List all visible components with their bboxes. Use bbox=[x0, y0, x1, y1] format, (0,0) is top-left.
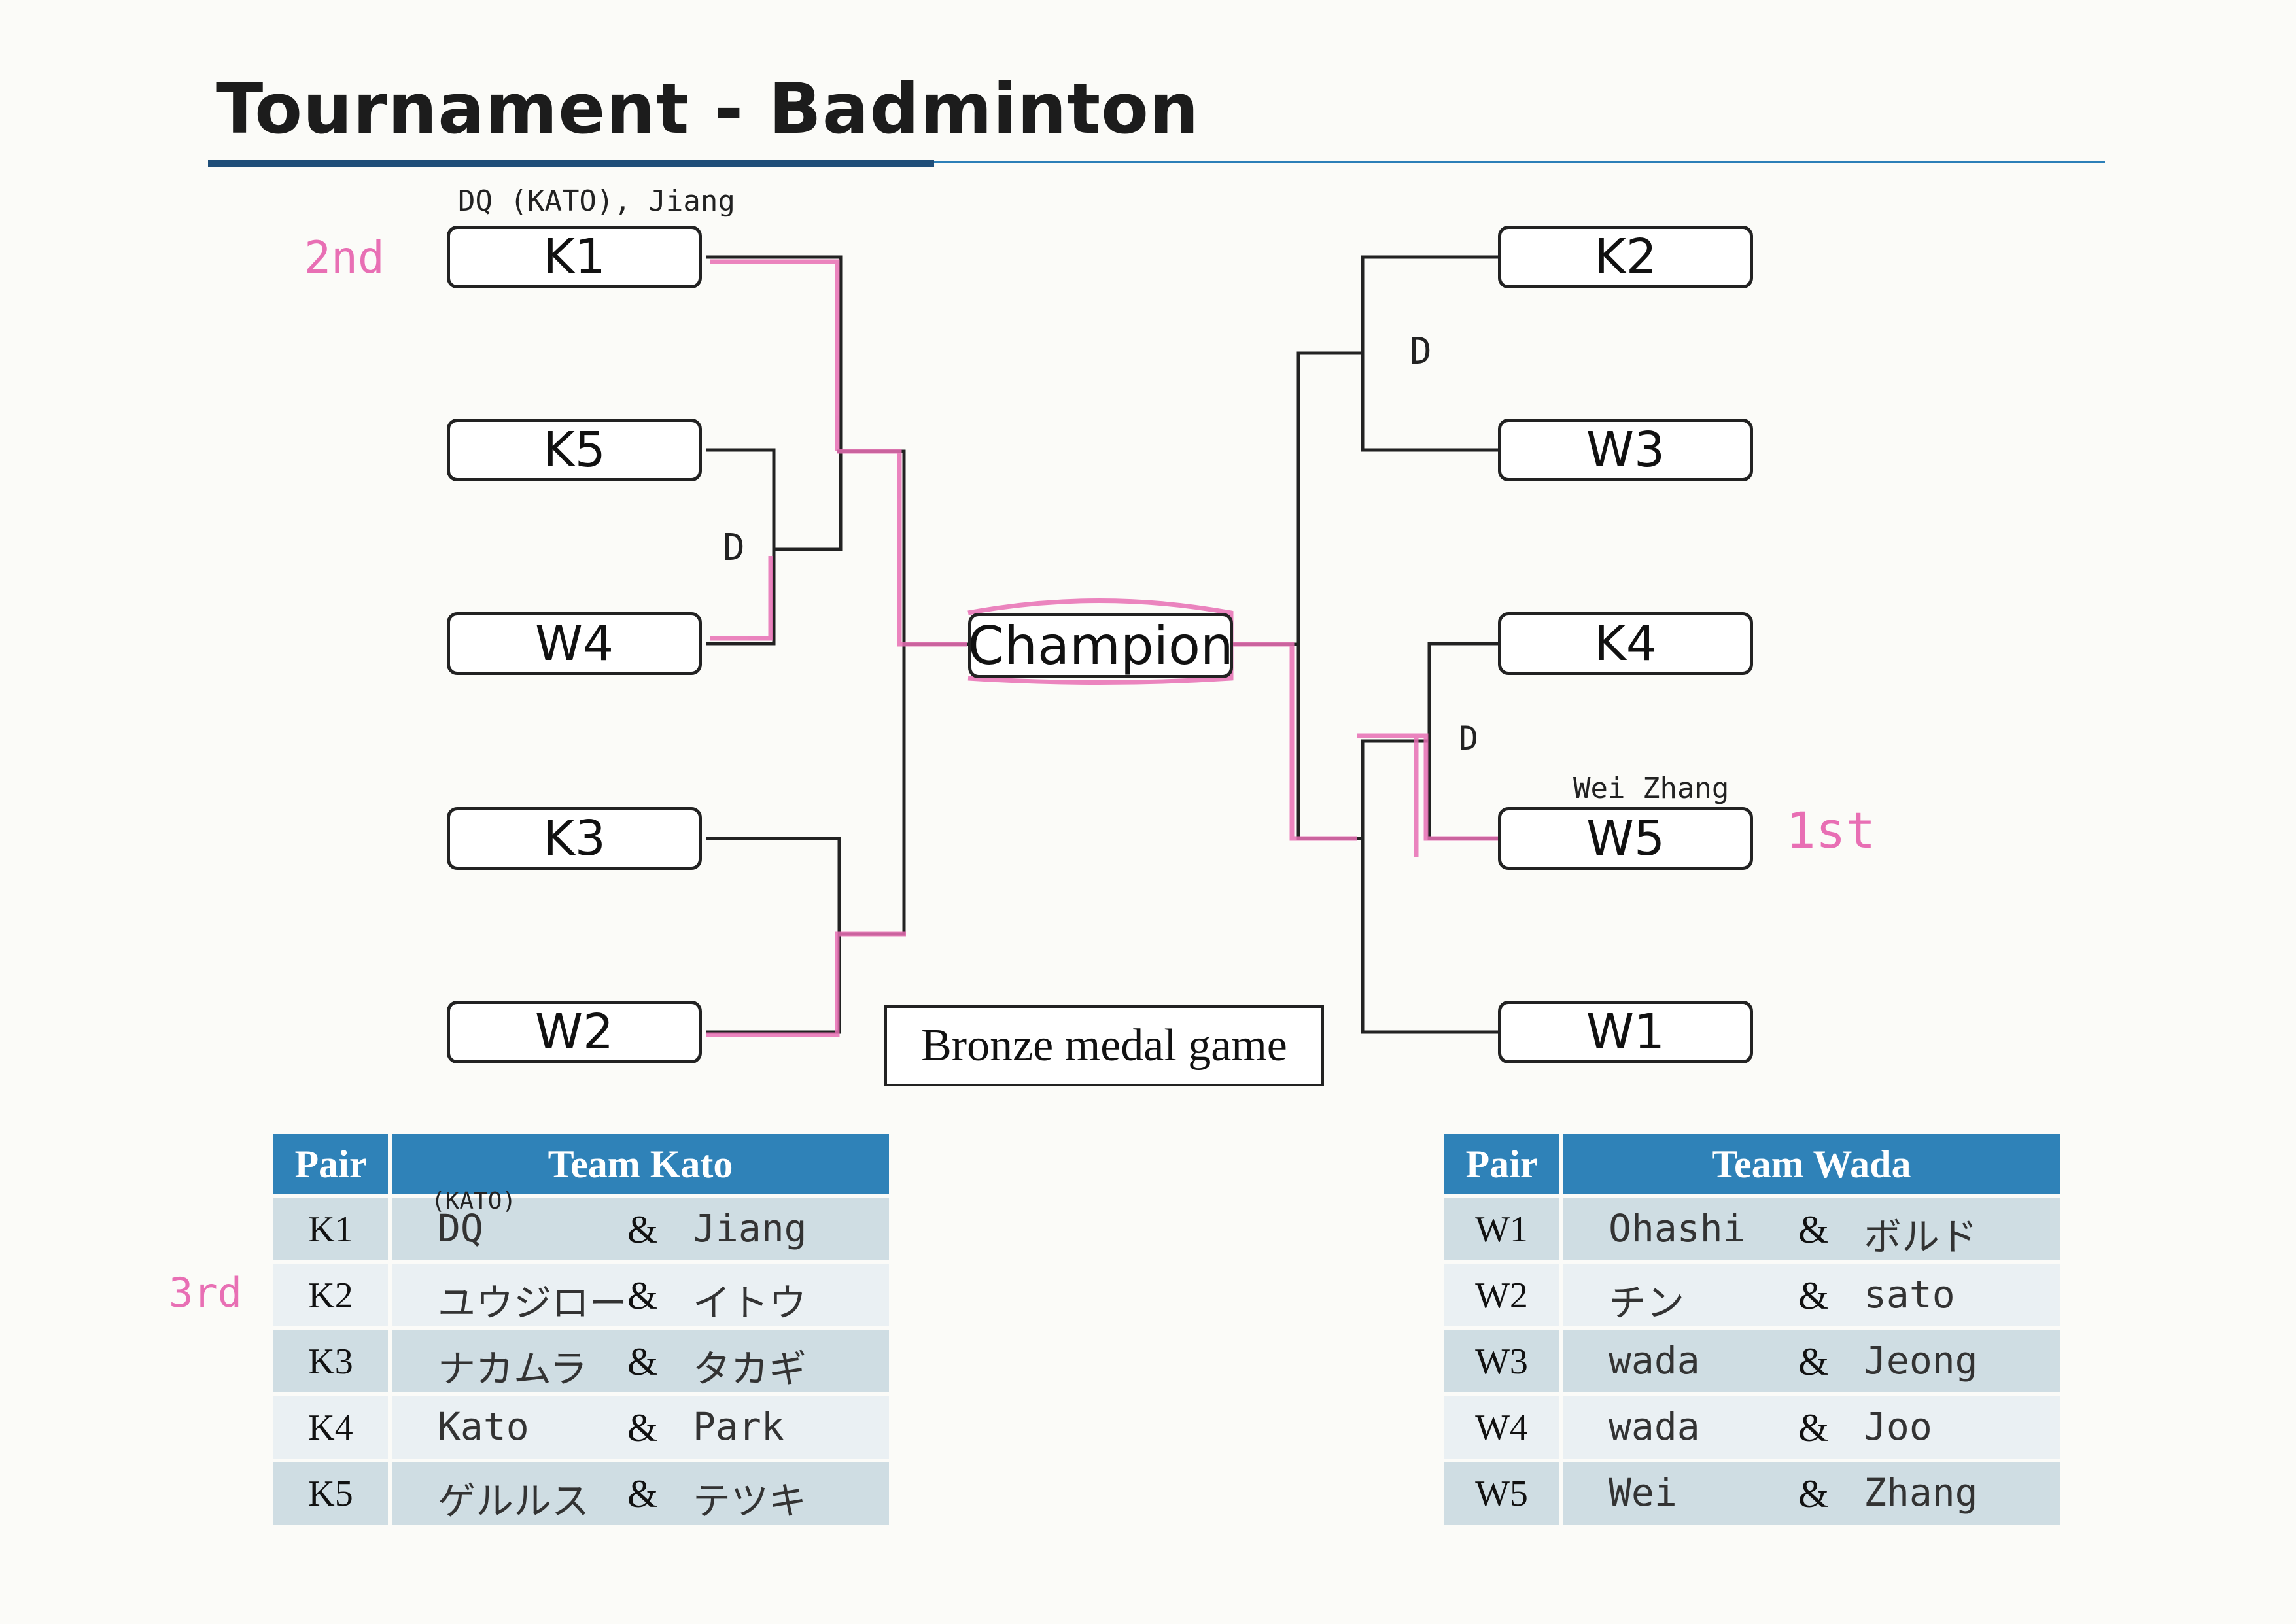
player-2: Jiang bbox=[693, 1206, 807, 1251]
slot-right-5: W1 bbox=[1498, 1001, 1753, 1063]
pair-id: W2 bbox=[1444, 1264, 1559, 1326]
pair-id: W3 bbox=[1444, 1330, 1559, 1392]
ampersand: & bbox=[627, 1274, 658, 1317]
header-pair: Pair bbox=[1444, 1134, 1559, 1194]
title-underline bbox=[208, 160, 934, 167]
page-title: Tournament - Badminton bbox=[216, 69, 1200, 149]
slot-left-2: K5 bbox=[447, 419, 702, 481]
player-1: DQ bbox=[438, 1206, 483, 1251]
pink-w2 bbox=[706, 931, 906, 1037]
team-wada-table: Pair Team Wada W1 Ohashi & ボルド W2 チン & s… bbox=[1440, 1130, 2064, 1529]
pair-id: K1 bbox=[273, 1198, 388, 1260]
player-1: wada bbox=[1609, 1338, 1700, 1383]
player-1: Kato bbox=[438, 1404, 529, 1449]
header-team: Team Kato bbox=[392, 1134, 889, 1194]
player-1: ユウジロー bbox=[438, 1281, 628, 1325]
pair-id: K5 bbox=[273, 1462, 388, 1525]
player-2: タカギ bbox=[693, 1347, 807, 1391]
ampersand: & bbox=[1798, 1274, 1829, 1317]
ampersand: & bbox=[627, 1406, 658, 1449]
player-1: Wei bbox=[1609, 1470, 1677, 1515]
pair-id: K4 bbox=[273, 1396, 388, 1459]
header-team: Team Wada bbox=[1563, 1134, 2060, 1194]
champion-box: Champion bbox=[967, 613, 1234, 678]
ampersand: & bbox=[1798, 1472, 1829, 1515]
team-kato-table: Pair Team Kato K1 (KATO) DQ & Jiang K2 ユ… bbox=[270, 1130, 893, 1529]
player-2: Park bbox=[693, 1404, 784, 1449]
table-row: K5 ゲルルス & テツキ bbox=[273, 1462, 889, 1525]
player-2: sato bbox=[1864, 1272, 1955, 1317]
table-row: K3 ナカムラ & タカギ bbox=[273, 1330, 889, 1392]
player-2: Zhang bbox=[1864, 1470, 1978, 1515]
ampersand: & bbox=[1798, 1340, 1829, 1383]
player-2: Jeong bbox=[1864, 1338, 1978, 1383]
player-2: テツキ bbox=[693, 1479, 807, 1523]
ampersand: & bbox=[1798, 1208, 1829, 1251]
place-1st: 1st bbox=[1786, 801, 1876, 859]
result-mark-1: D bbox=[723, 527, 745, 569]
ampersand: & bbox=[1798, 1406, 1829, 1449]
table-row: W4 wada & Joo bbox=[1444, 1396, 2060, 1459]
pair-id: W1 bbox=[1444, 1198, 1559, 1260]
line-k5 bbox=[706, 448, 776, 549]
k1-note: DQ (KATO), Jiang bbox=[458, 184, 735, 218]
place-3rd: 3rd bbox=[169, 1269, 242, 1317]
player-1: Ohashi bbox=[1609, 1206, 1746, 1251]
line-k3-w2 bbox=[706, 837, 841, 1034]
slot-right-2: W3 bbox=[1498, 419, 1753, 481]
table-row: W3 wada & Jeong bbox=[1444, 1330, 2060, 1392]
slot-right-4: W5 bbox=[1498, 807, 1753, 870]
slot-right-3: K4 bbox=[1498, 612, 1753, 675]
pair-id: K3 bbox=[273, 1330, 388, 1392]
slot-left-3: W4 bbox=[447, 612, 702, 675]
pink-w4 bbox=[710, 556, 773, 641]
table-row: W2 チン & sato bbox=[1444, 1264, 2060, 1326]
slot-left-5: W2 bbox=[447, 1001, 702, 1063]
pink-k1 bbox=[710, 259, 840, 451]
slot-left-1: K1 bbox=[447, 226, 702, 288]
player-1: ナカムラ bbox=[438, 1347, 588, 1391]
line-k1 bbox=[706, 255, 843, 453]
line-left-semis bbox=[841, 449, 906, 936]
line-w1 bbox=[1361, 739, 1498, 1034]
table-row: K2 ユウジロー & イトウ bbox=[273, 1264, 889, 1326]
player-2: イトウ bbox=[693, 1281, 807, 1325]
result-mark-2: D bbox=[1410, 330, 1432, 373]
player-1: ゲルルス bbox=[438, 1479, 590, 1523]
player-2: ボルド bbox=[1864, 1215, 1978, 1259]
pink-w5 bbox=[1357, 733, 1498, 841]
line-w4 bbox=[706, 451, 843, 646]
pair-id: W5 bbox=[1444, 1462, 1559, 1525]
header-pair: Pair bbox=[273, 1134, 388, 1194]
table-row: K1 (KATO) DQ & Jiang bbox=[273, 1188, 889, 1260]
result-mark-3: D bbox=[1459, 719, 1479, 757]
kato-note: (KATO) bbox=[431, 1188, 517, 1215]
bronze-medal-box: Bronze medal game bbox=[884, 1005, 1324, 1086]
pair-id: W4 bbox=[1444, 1396, 1559, 1459]
slot-left-4: K3 bbox=[447, 807, 702, 870]
table-row: W1 Ohashi & ボルド bbox=[1444, 1198, 2060, 1260]
slot-right-1: K2 bbox=[1498, 226, 1753, 288]
w5-note: Wei Zhang bbox=[1573, 772, 1730, 805]
title-rule bbox=[934, 161, 2105, 163]
ampersand: & bbox=[627, 1208, 658, 1251]
player-1: wada bbox=[1609, 1404, 1700, 1449]
place-2nd: 2nd bbox=[304, 232, 385, 284]
player-1: チン bbox=[1609, 1281, 1685, 1325]
player-2: Joo bbox=[1864, 1404, 1932, 1449]
line-right-semis bbox=[1296, 351, 1363, 840]
table-row: K4 Kato & Park bbox=[273, 1396, 889, 1459]
table-row: W5 Wei & Zhang bbox=[1444, 1462, 2060, 1525]
ampersand: & bbox=[627, 1340, 658, 1383]
pair-id: K2 bbox=[273, 1264, 388, 1326]
ampersand: & bbox=[627, 1472, 658, 1515]
